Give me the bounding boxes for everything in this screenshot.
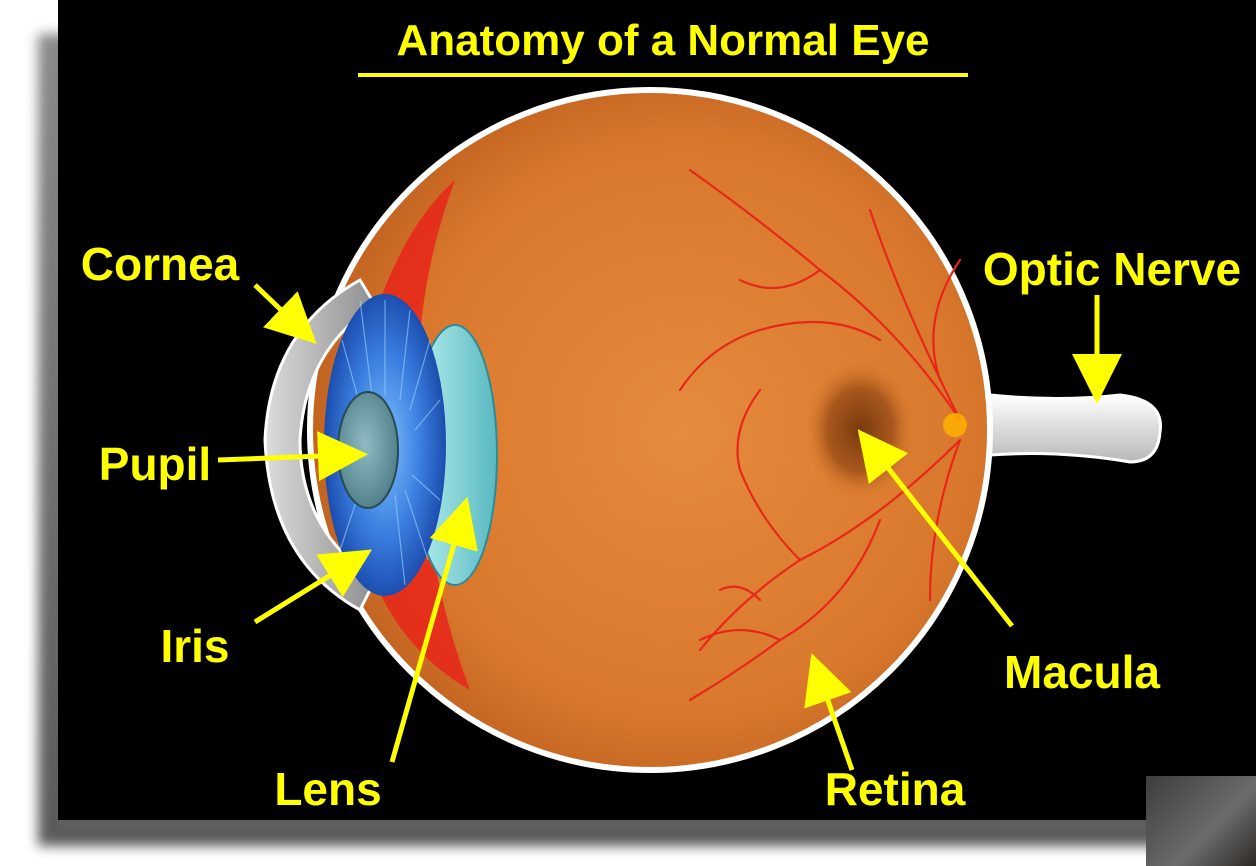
optic-disc-spot xyxy=(943,413,967,437)
label-retina: Retina xyxy=(825,763,966,815)
label-iris: Iris xyxy=(160,620,229,672)
label-pupil: Pupil xyxy=(99,438,211,490)
label-lens: Lens xyxy=(274,763,381,815)
label-macula: Macula xyxy=(1004,646,1160,698)
label-cornea: Cornea xyxy=(81,238,240,290)
diagram-title: Anatomy of a Normal Eye xyxy=(396,16,929,65)
pupil-shape xyxy=(338,392,398,508)
cornea-arrow xyxy=(255,285,302,330)
label-optic-nerve: Optic Nerve xyxy=(983,243,1241,295)
optic-nerve xyxy=(990,395,1161,462)
